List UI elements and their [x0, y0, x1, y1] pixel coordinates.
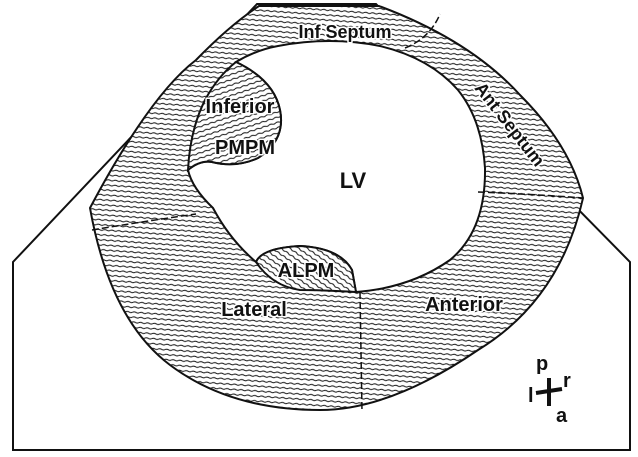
label-inf-septum: Inf Septum: [299, 22, 392, 42]
label-alpm: ALPM: [278, 260, 335, 282]
label-pmpm: PMPM: [215, 137, 275, 159]
label-inferior: Inferior: [206, 96, 275, 118]
label-anterior: Anterior: [425, 294, 503, 316]
orientation-a: a: [556, 405, 568, 427]
orientation-r: r: [563, 370, 571, 392]
label-lateral: Lateral: [221, 299, 287, 321]
label-lv: LV: [340, 168, 367, 193]
orientation-p: p: [536, 353, 548, 375]
orientation-l: l: [528, 385, 534, 407]
